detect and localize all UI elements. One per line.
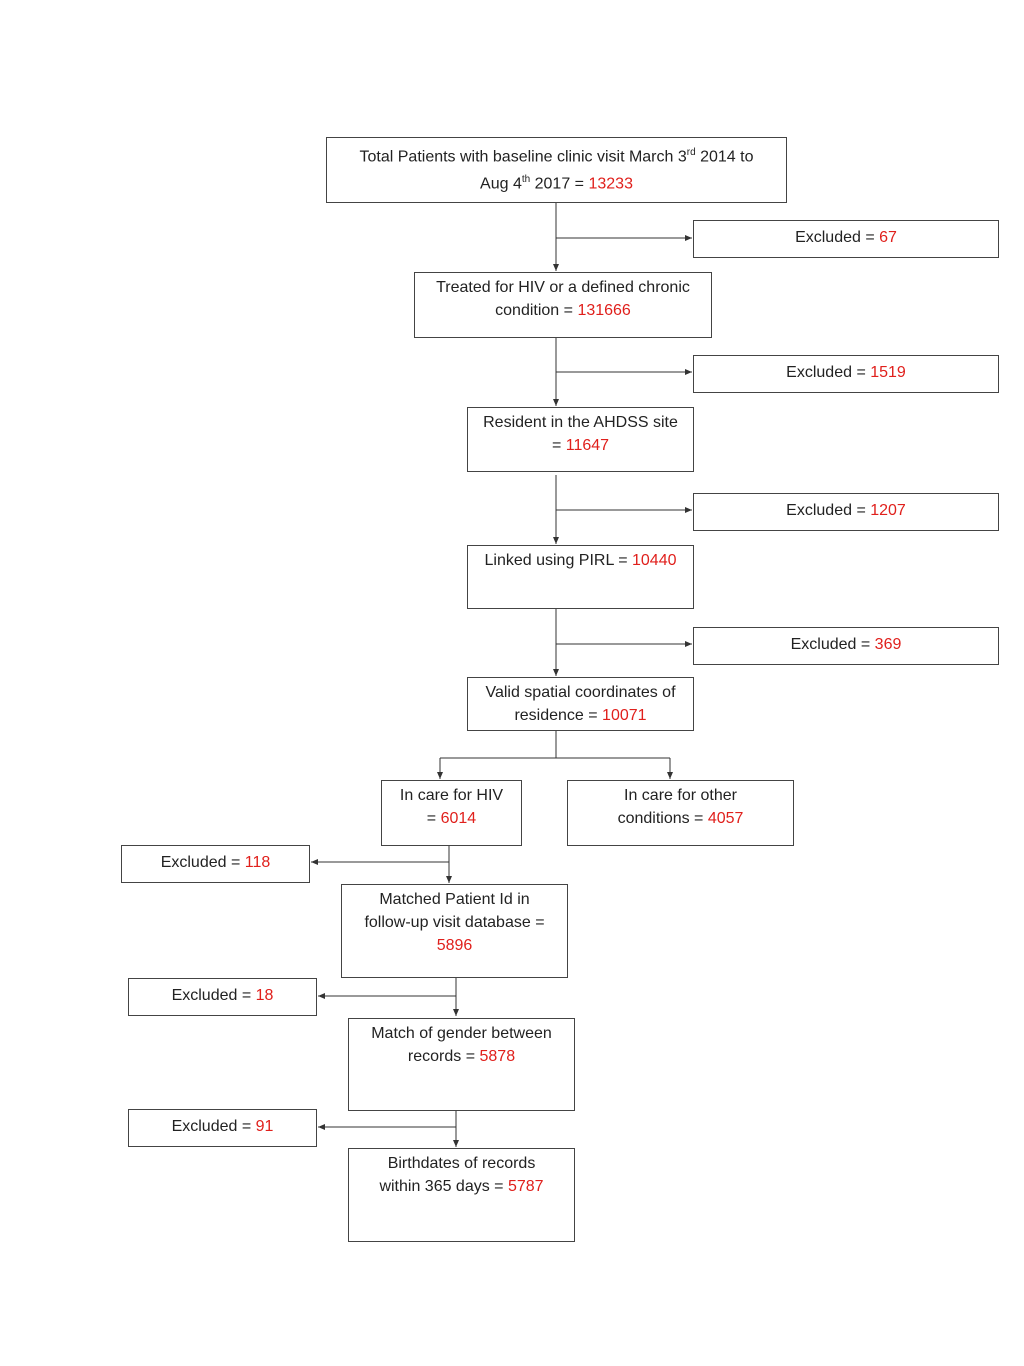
total-value: 13233: [588, 175, 633, 193]
linked-box: Linked using PIRL = 10440: [467, 545, 694, 609]
birth-box: Birthdates of records within 365 days = …: [348, 1148, 575, 1242]
total-line1-suffix: 2014 to: [695, 148, 754, 166]
excluded-label: Excluded =: [786, 502, 871, 519]
excluded-box-7: Excluded = 91: [128, 1109, 317, 1147]
valid-value: 10071: [602, 707, 647, 724]
other-value: 4057: [707, 810, 744, 827]
valid-box: Valid spatial coordinates of residence =…: [467, 677, 694, 731]
excluded-label: Excluded =: [790, 636, 875, 653]
total-line2-text: 2017 =: [530, 175, 589, 193]
other-box: In care for other conditions = 4057: [567, 780, 794, 846]
excluded-value: 18: [255, 987, 274, 1004]
hiv-line2: =: [426, 810, 441, 827]
excluded-value: 1207: [870, 502, 906, 519]
excluded-label: Excluded =: [171, 1118, 256, 1135]
treated-line2: condition =: [495, 302, 578, 319]
treated-box: Treated for HIV or a defined chronic con…: [414, 272, 712, 338]
resident-line1: Resident in the AHDSS site: [483, 414, 678, 431]
gender-line2: records =: [407, 1048, 480, 1065]
other-line2: conditions =: [617, 810, 708, 827]
excluded-box-5: Excluded = 118: [121, 845, 310, 883]
excluded-value: 118: [244, 854, 271, 871]
resident-value: 11647: [565, 437, 610, 454]
total-sup-rd: rd: [686, 147, 696, 158]
matched-box: Matched Patient Id in follow-up visit da…: [341, 884, 568, 978]
total-line1: Total Patients with baseline clinic visi…: [359, 148, 687, 166]
excluded-value: 1519: [870, 364, 906, 381]
valid-line2: residence =: [514, 707, 603, 724]
gender-box: Match of gender between records = 5878: [348, 1018, 575, 1111]
resident-line2: =: [551, 437, 566, 454]
excluded-label: Excluded =: [171, 987, 256, 1004]
excluded-label: Excluded =: [786, 364, 871, 381]
gender-value: 5878: [479, 1048, 516, 1065]
treated-line1: Treated for HIV or a defined chronic: [436, 279, 690, 296]
treated-value: 131666: [577, 302, 631, 319]
linked-line1: Linked using PIRL =: [484, 552, 632, 569]
excluded-label: Excluded =: [795, 229, 880, 246]
total-patients-box: Total Patients with baseline clinic visi…: [326, 137, 787, 203]
birth-value: 5787: [507, 1178, 544, 1195]
matched-value: 5896: [436, 937, 473, 954]
excluded-value: 91: [255, 1118, 274, 1135]
excluded-box-1: Excluded = 67: [693, 220, 999, 258]
hiv-line1: In care for HIV: [399, 787, 504, 804]
valid-line1: Valid spatial coordinates of: [485, 684, 676, 701]
total-sup-th: th: [521, 174, 531, 186]
excluded-box-3: Excluded = 1207: [693, 493, 999, 531]
excluded-label: Excluded =: [160, 854, 245, 871]
excluded-box-2: Excluded = 1519: [693, 355, 999, 393]
excluded-box-6: Excluded = 18: [128, 978, 317, 1016]
other-line1: In care for other: [624, 787, 737, 804]
excluded-value: 67: [879, 229, 897, 246]
matched-line2: follow-up visit database =: [364, 914, 545, 931]
linked-value: 10440: [632, 552, 677, 569]
birth-line1: Birthdates of records: [387, 1155, 536, 1172]
matched-line1: Matched Patient Id in: [379, 891, 530, 908]
hiv-value: 6014: [440, 810, 477, 827]
excluded-value: 369: [874, 636, 902, 653]
resident-box: Resident in the AHDSS site = 11647: [467, 407, 694, 472]
hiv-box: In care for HIV = 6014: [381, 780, 522, 846]
total-line2: Aug 4: [480, 175, 522, 193]
gender-line1: Match of gender between: [371, 1025, 552, 1042]
birth-line2: within 365 days =: [379, 1178, 508, 1195]
excluded-box-4: Excluded = 369: [693, 627, 999, 665]
